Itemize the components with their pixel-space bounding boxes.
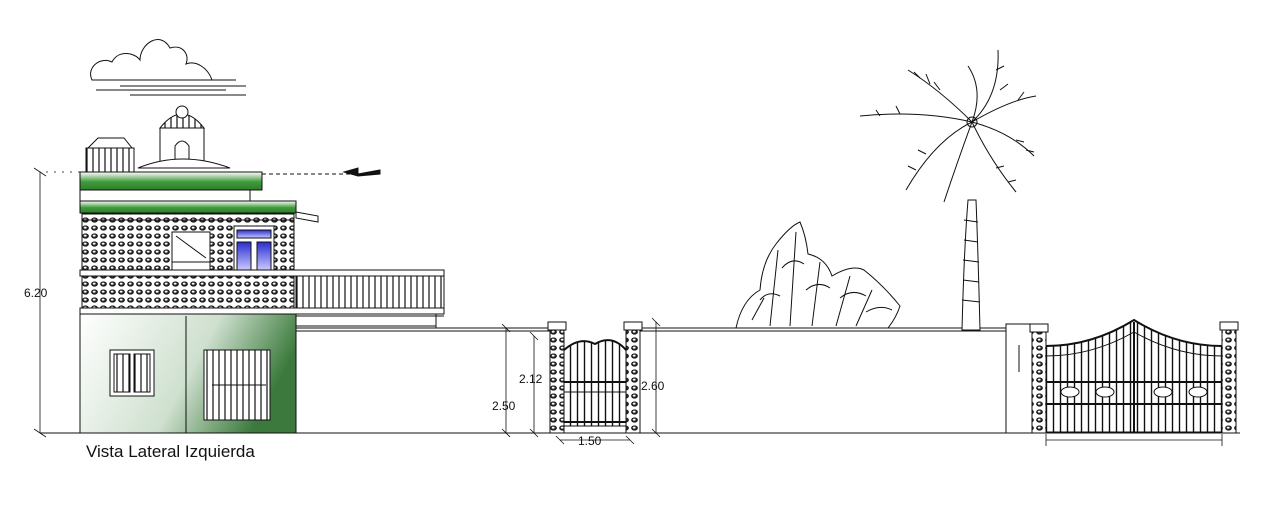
dimension-wall-height: 2.50 xyxy=(492,399,516,413)
level-marker-icon xyxy=(342,167,381,177)
palm-tree xyxy=(859,49,1037,331)
dimension-pedestrian-gate-width: 1.50 xyxy=(578,434,602,448)
lower-roof-slab xyxy=(79,200,297,214)
upper-roof-slab xyxy=(79,171,263,191)
water-tank xyxy=(85,137,135,173)
house xyxy=(79,105,445,434)
perimeter-wall xyxy=(295,323,1033,434)
dimension-pedestrian-gate-height: 2.12 xyxy=(519,372,543,386)
dome-tower xyxy=(137,105,231,169)
ground-window-right xyxy=(203,349,271,421)
vehicle-gate xyxy=(1029,318,1239,434)
upper-window-blue xyxy=(233,225,275,273)
dimension-pillar-height: 2.60 xyxy=(641,379,665,393)
dimension-lines xyxy=(33,167,1223,446)
pedestrian-gate xyxy=(547,321,643,434)
drawing-title: Vista Lateral Izquierda xyxy=(86,442,255,461)
ground-window-left xyxy=(109,349,155,397)
cloud-icon xyxy=(90,39,246,96)
upper-window-left xyxy=(171,231,211,273)
dimension-total-height: 6.20 xyxy=(24,286,48,300)
balcony-balusters xyxy=(295,275,445,309)
balcony-railing-top xyxy=(79,269,445,277)
shrub xyxy=(735,221,901,329)
